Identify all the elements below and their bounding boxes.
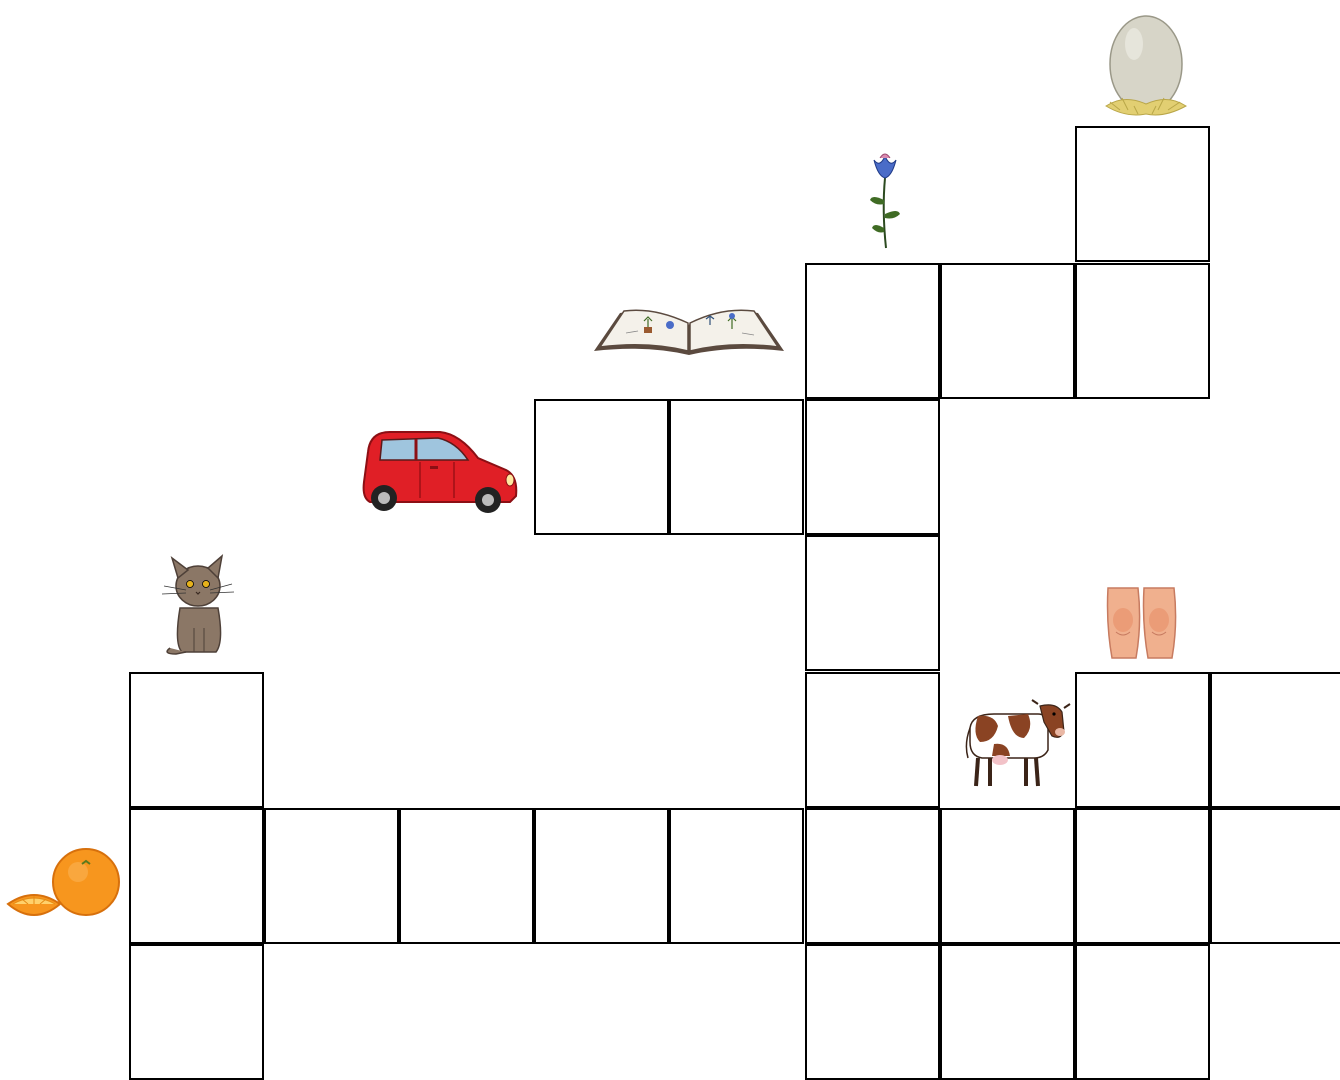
grid-cell[interactable]: [940, 944, 1075, 1080]
cat-icon: [160, 546, 236, 658]
grid-cell[interactable]: [534, 399, 669, 535]
grid-cell[interactable]: [129, 672, 264, 808]
orange-icon: [4, 846, 120, 922]
grid-cell[interactable]: [805, 263, 940, 399]
grid-cell[interactable]: [805, 535, 940, 671]
grid-cell[interactable]: [1075, 126, 1210, 262]
book-icon: [592, 305, 786, 359]
car-icon: [360, 428, 520, 516]
grid-cell[interactable]: [1075, 808, 1210, 944]
knees-icon: [1104, 584, 1180, 662]
grid-cell[interactable]: [1210, 808, 1340, 944]
grid-cell[interactable]: [1210, 672, 1340, 808]
grid-cell[interactable]: [805, 808, 940, 944]
grid-cell[interactable]: [264, 808, 399, 944]
grid-cell[interactable]: [534, 808, 669, 944]
grid-cell[interactable]: [1075, 263, 1210, 399]
grid-cell[interactable]: [129, 944, 264, 1080]
grid-cell[interactable]: [1075, 672, 1210, 808]
grid-cell[interactable]: [940, 808, 1075, 944]
cow-icon: [964, 698, 1072, 792]
grid-cell[interactable]: [805, 944, 940, 1080]
flower-icon: [864, 150, 906, 250]
grid-cell[interactable]: [940, 263, 1075, 399]
egg-icon: [1104, 10, 1188, 120]
grid-cell[interactable]: [805, 672, 940, 808]
grid-cell[interactable]: [805, 399, 940, 535]
grid-cell[interactable]: [129, 808, 264, 944]
grid-cell[interactable]: [669, 399, 804, 535]
grid-cell[interactable]: [1075, 944, 1210, 1080]
grid-cell[interactable]: [399, 808, 534, 944]
grid-cell[interactable]: [669, 808, 804, 944]
